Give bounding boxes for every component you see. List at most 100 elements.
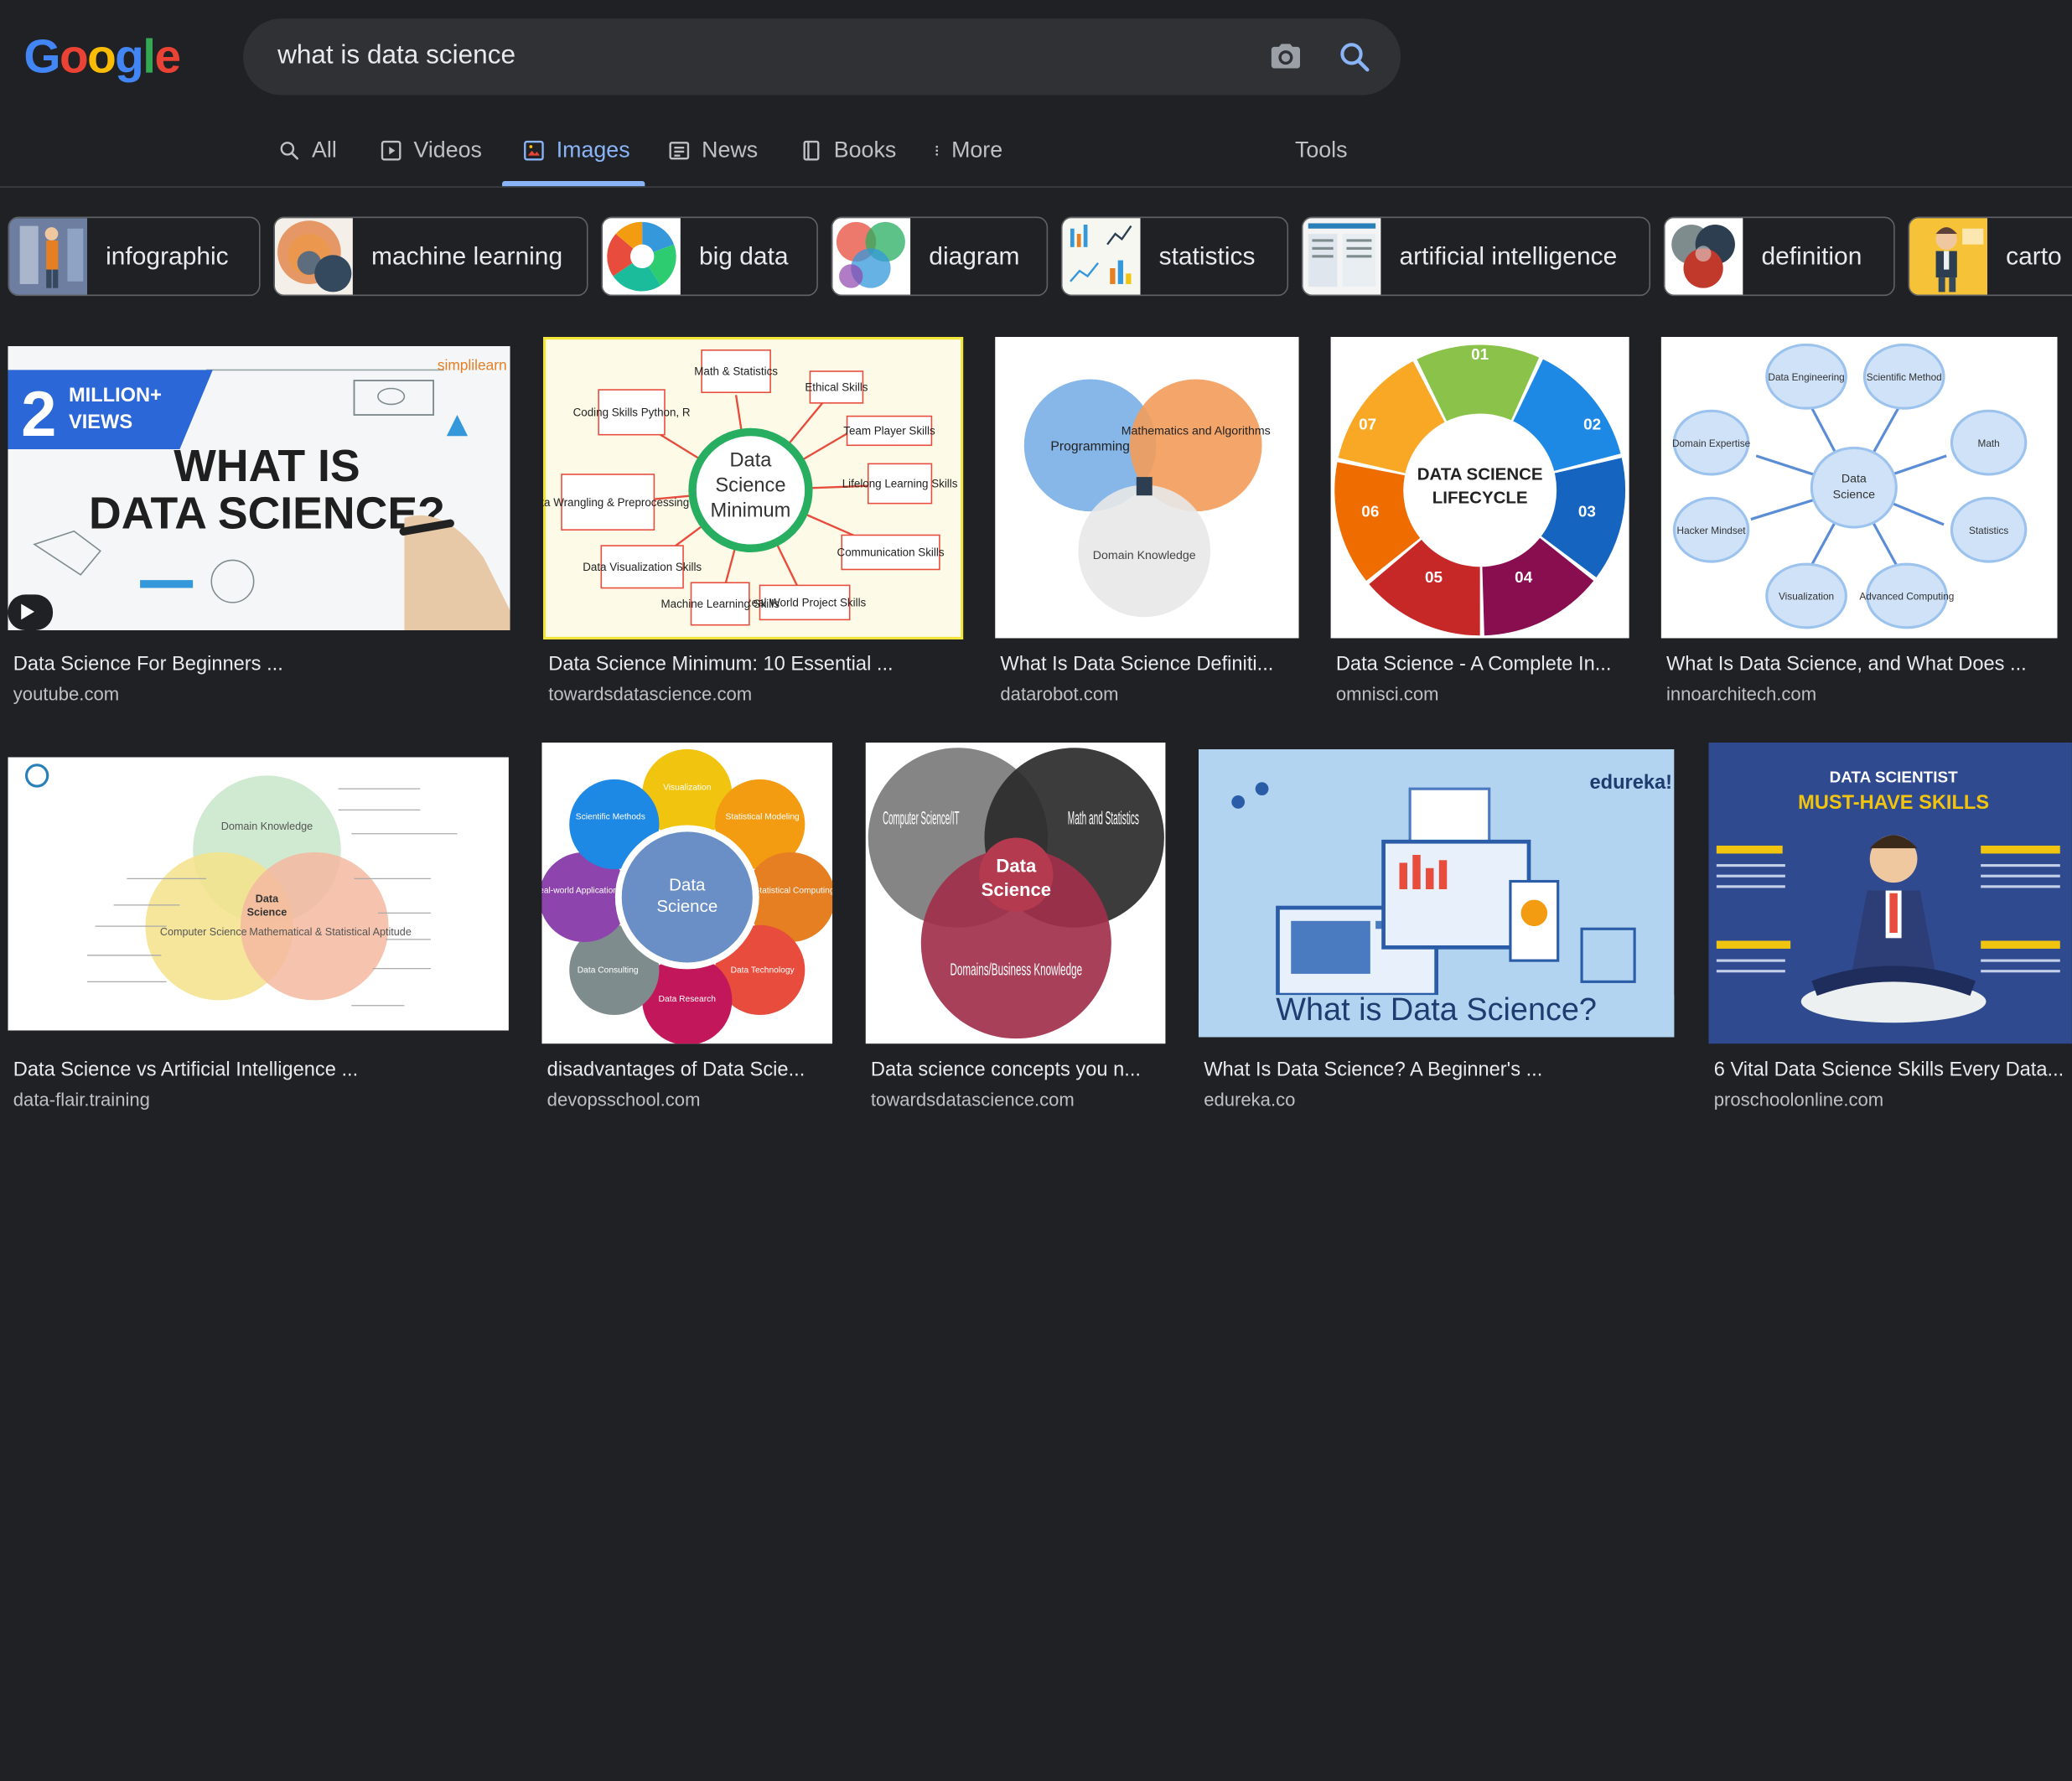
chip-thumbnail bbox=[274, 218, 353, 295]
tab-label: Videos bbox=[413, 137, 482, 163]
badge-number: 2 bbox=[21, 379, 56, 450]
tab-news[interactable]: News bbox=[667, 127, 758, 184]
tab-all[interactable]: All bbox=[277, 127, 337, 184]
thumb-title: DATA SCIENCE? bbox=[89, 489, 445, 539]
petal bbox=[642, 955, 733, 1044]
play-icon bbox=[21, 603, 34, 620]
search-icon bbox=[280, 142, 299, 160]
chip-machine-learning[interactable]: machine learning bbox=[273, 216, 588, 297]
newspaper-icon bbox=[669, 142, 690, 160]
petal-label: Statistical Computing bbox=[754, 887, 832, 896]
step-number: 01 bbox=[1471, 346, 1489, 364]
result-image[interactable]: DATA SCIENCE LIFECYCLE 01 02 03 04 05 06… bbox=[1330, 337, 1629, 639]
result-title[interactable]: 6 Vital Data Science Skills Every Data..… bbox=[1713, 1058, 2064, 1081]
result-title[interactable]: Data Science vs Artificial Intelligence … bbox=[13, 1058, 359, 1081]
node-label: Data Engineering bbox=[1768, 371, 1844, 383]
tab-more[interactable]: More bbox=[930, 127, 1002, 184]
result-site[interactable]: towardsdatascience.com bbox=[548, 683, 753, 705]
active-tab-indicator bbox=[502, 180, 645, 187]
node-label: Visualization bbox=[1779, 591, 1834, 603]
petal-label: Real-world Applications bbox=[541, 887, 622, 896]
result-site[interactable]: youtube.com bbox=[13, 683, 120, 705]
tab-label: Books bbox=[833, 137, 897, 163]
result-title[interactable]: What Is Data Science, and What Does ... bbox=[1665, 652, 2027, 676]
node-label: Math & Statistics bbox=[694, 365, 778, 378]
tools-button[interactable]: Tools bbox=[1294, 137, 1348, 163]
result-image[interactable]: Programming Mathematics and Algorithms D… bbox=[995, 337, 1299, 639]
result-title[interactable]: What Is Data Science Definiti... bbox=[1000, 652, 1274, 676]
petal bbox=[541, 852, 629, 943]
step-number: 05 bbox=[1425, 569, 1443, 587]
google-logo[interactable]: Google bbox=[23, 28, 181, 84]
result-image[interactable]: Data Science Data Engineering Scientific… bbox=[1660, 337, 2058, 639]
result-image[interactable]: 2 MILLION+ VIEWS simplilearn WHAT IS DAT… bbox=[8, 346, 510, 630]
result-title[interactable]: disadvantages of Data Scie... bbox=[546, 1058, 805, 1081]
header-divider bbox=[0, 186, 2072, 188]
step-number: 04 bbox=[1515, 569, 1533, 587]
chip-thumbnail bbox=[1909, 218, 1988, 295]
chip-label: diagram bbox=[929, 243, 1020, 272]
result-site[interactable]: datarobot.com bbox=[1000, 683, 1119, 705]
petal bbox=[642, 748, 733, 840]
result-site[interactable]: edureka.co bbox=[1204, 1089, 1296, 1111]
more-vert-icon bbox=[935, 145, 939, 156]
chip-definition[interactable]: definition bbox=[1663, 216, 1895, 297]
logo-letter: G bbox=[23, 28, 60, 84]
result-site[interactable]: data-flair.training bbox=[13, 1089, 150, 1111]
camera-icon[interactable] bbox=[1268, 39, 1303, 74]
result-site[interactable]: towardsdatascience.com bbox=[870, 1089, 1075, 1111]
result-title[interactable]: Data science concepts you n... bbox=[870, 1058, 1141, 1081]
result-image[interactable]: DATA SCIENTIST MUST-HAVE SKILLS bbox=[1708, 742, 2072, 1044]
result-title[interactable]: Data Science For Beginners ... bbox=[13, 652, 283, 676]
center-text: Data bbox=[729, 450, 772, 472]
node-label: Data Wrangling & Preprocessing bbox=[543, 496, 689, 509]
search-input[interactable]: what is data science bbox=[277, 40, 516, 70]
result-image[interactable]: Data Science Minimum Math & Statistics E… bbox=[542, 337, 964, 640]
result-site[interactable]: devopsschool.com bbox=[546, 1089, 701, 1111]
chip-big-data[interactable]: big data bbox=[601, 216, 818, 297]
result-image[interactable]: Domain Knowledge Computer Science Mathem… bbox=[8, 757, 509, 1031]
brand-text: simplilearn bbox=[438, 356, 507, 373]
chip-thumbnail bbox=[1303, 218, 1381, 295]
result-image[interactable]: Computer Science/IT Math and Statistics … bbox=[865, 742, 1166, 1044]
circle-label: Mathematical & Statistical Aptitude bbox=[249, 926, 411, 938]
center-text: Data bbox=[1841, 472, 1867, 485]
tab-label: Images bbox=[556, 137, 630, 163]
result-title[interactable]: Data Science Minimum: 10 Essential ... bbox=[548, 652, 894, 676]
tab-images[interactable]: Images bbox=[522, 127, 630, 184]
circle-label: Computer Science/IT bbox=[883, 808, 959, 829]
logo-letter: g bbox=[115, 28, 144, 84]
node-label: Lifelong Learning Skills bbox=[842, 478, 958, 490]
node-label: Scientific Method bbox=[1867, 371, 1942, 383]
search-box[interactable]: what is data science bbox=[243, 18, 1401, 96]
node-label: Ethical Skills bbox=[805, 381, 868, 394]
result-site[interactable]: proschoolonline.com bbox=[1713, 1089, 1884, 1111]
book-icon bbox=[803, 140, 820, 161]
tab-videos[interactable]: Videos bbox=[379, 127, 482, 184]
node-label: Team Player Skills bbox=[843, 425, 935, 437]
petal-label: Data Research bbox=[659, 995, 717, 1004]
node-label: Hacker Mindset bbox=[1677, 525, 1747, 536]
chip-cartoon[interactable]: carto bbox=[1908, 216, 2072, 297]
node-label: Machine Learning Skills bbox=[660, 598, 780, 610]
tab-books[interactable]: Books bbox=[800, 127, 896, 184]
brand-text: edureka! bbox=[1590, 772, 1672, 794]
result-image[interactable]: edureka! What is Data Science? bbox=[1198, 748, 1675, 1038]
circle-label: Domain Knowledge bbox=[221, 821, 313, 832]
step-number: 03 bbox=[1578, 503, 1596, 520]
step-number: 06 bbox=[1361, 503, 1379, 520]
result-site[interactable]: innoarchitech.com bbox=[1665, 683, 1817, 705]
result-title[interactable]: Data Science - A Complete In... bbox=[1335, 652, 1612, 676]
search-icon[interactable] bbox=[1337, 39, 1371, 74]
badge-line: VIEWS bbox=[69, 412, 132, 433]
result-site[interactable]: omnisci.com bbox=[1335, 683, 1439, 705]
chip-label: infographic bbox=[106, 243, 229, 272]
chip-artificial-intelligence[interactable]: artificial intelligence bbox=[1301, 216, 1651, 297]
chip-statistics[interactable]: statistics bbox=[1060, 216, 1289, 297]
result-image[interactable]: Data Science Visualization Statistical M… bbox=[541, 742, 833, 1044]
node-label: Statistics bbox=[1969, 525, 2008, 536]
chip-infographic[interactable]: infographic bbox=[8, 216, 261, 297]
result-title[interactable]: What Is Data Science? A Beginner's ... bbox=[1204, 1058, 1543, 1081]
chip-thumbnail bbox=[1665, 218, 1743, 295]
chip-diagram[interactable]: diagram bbox=[831, 216, 1049, 297]
